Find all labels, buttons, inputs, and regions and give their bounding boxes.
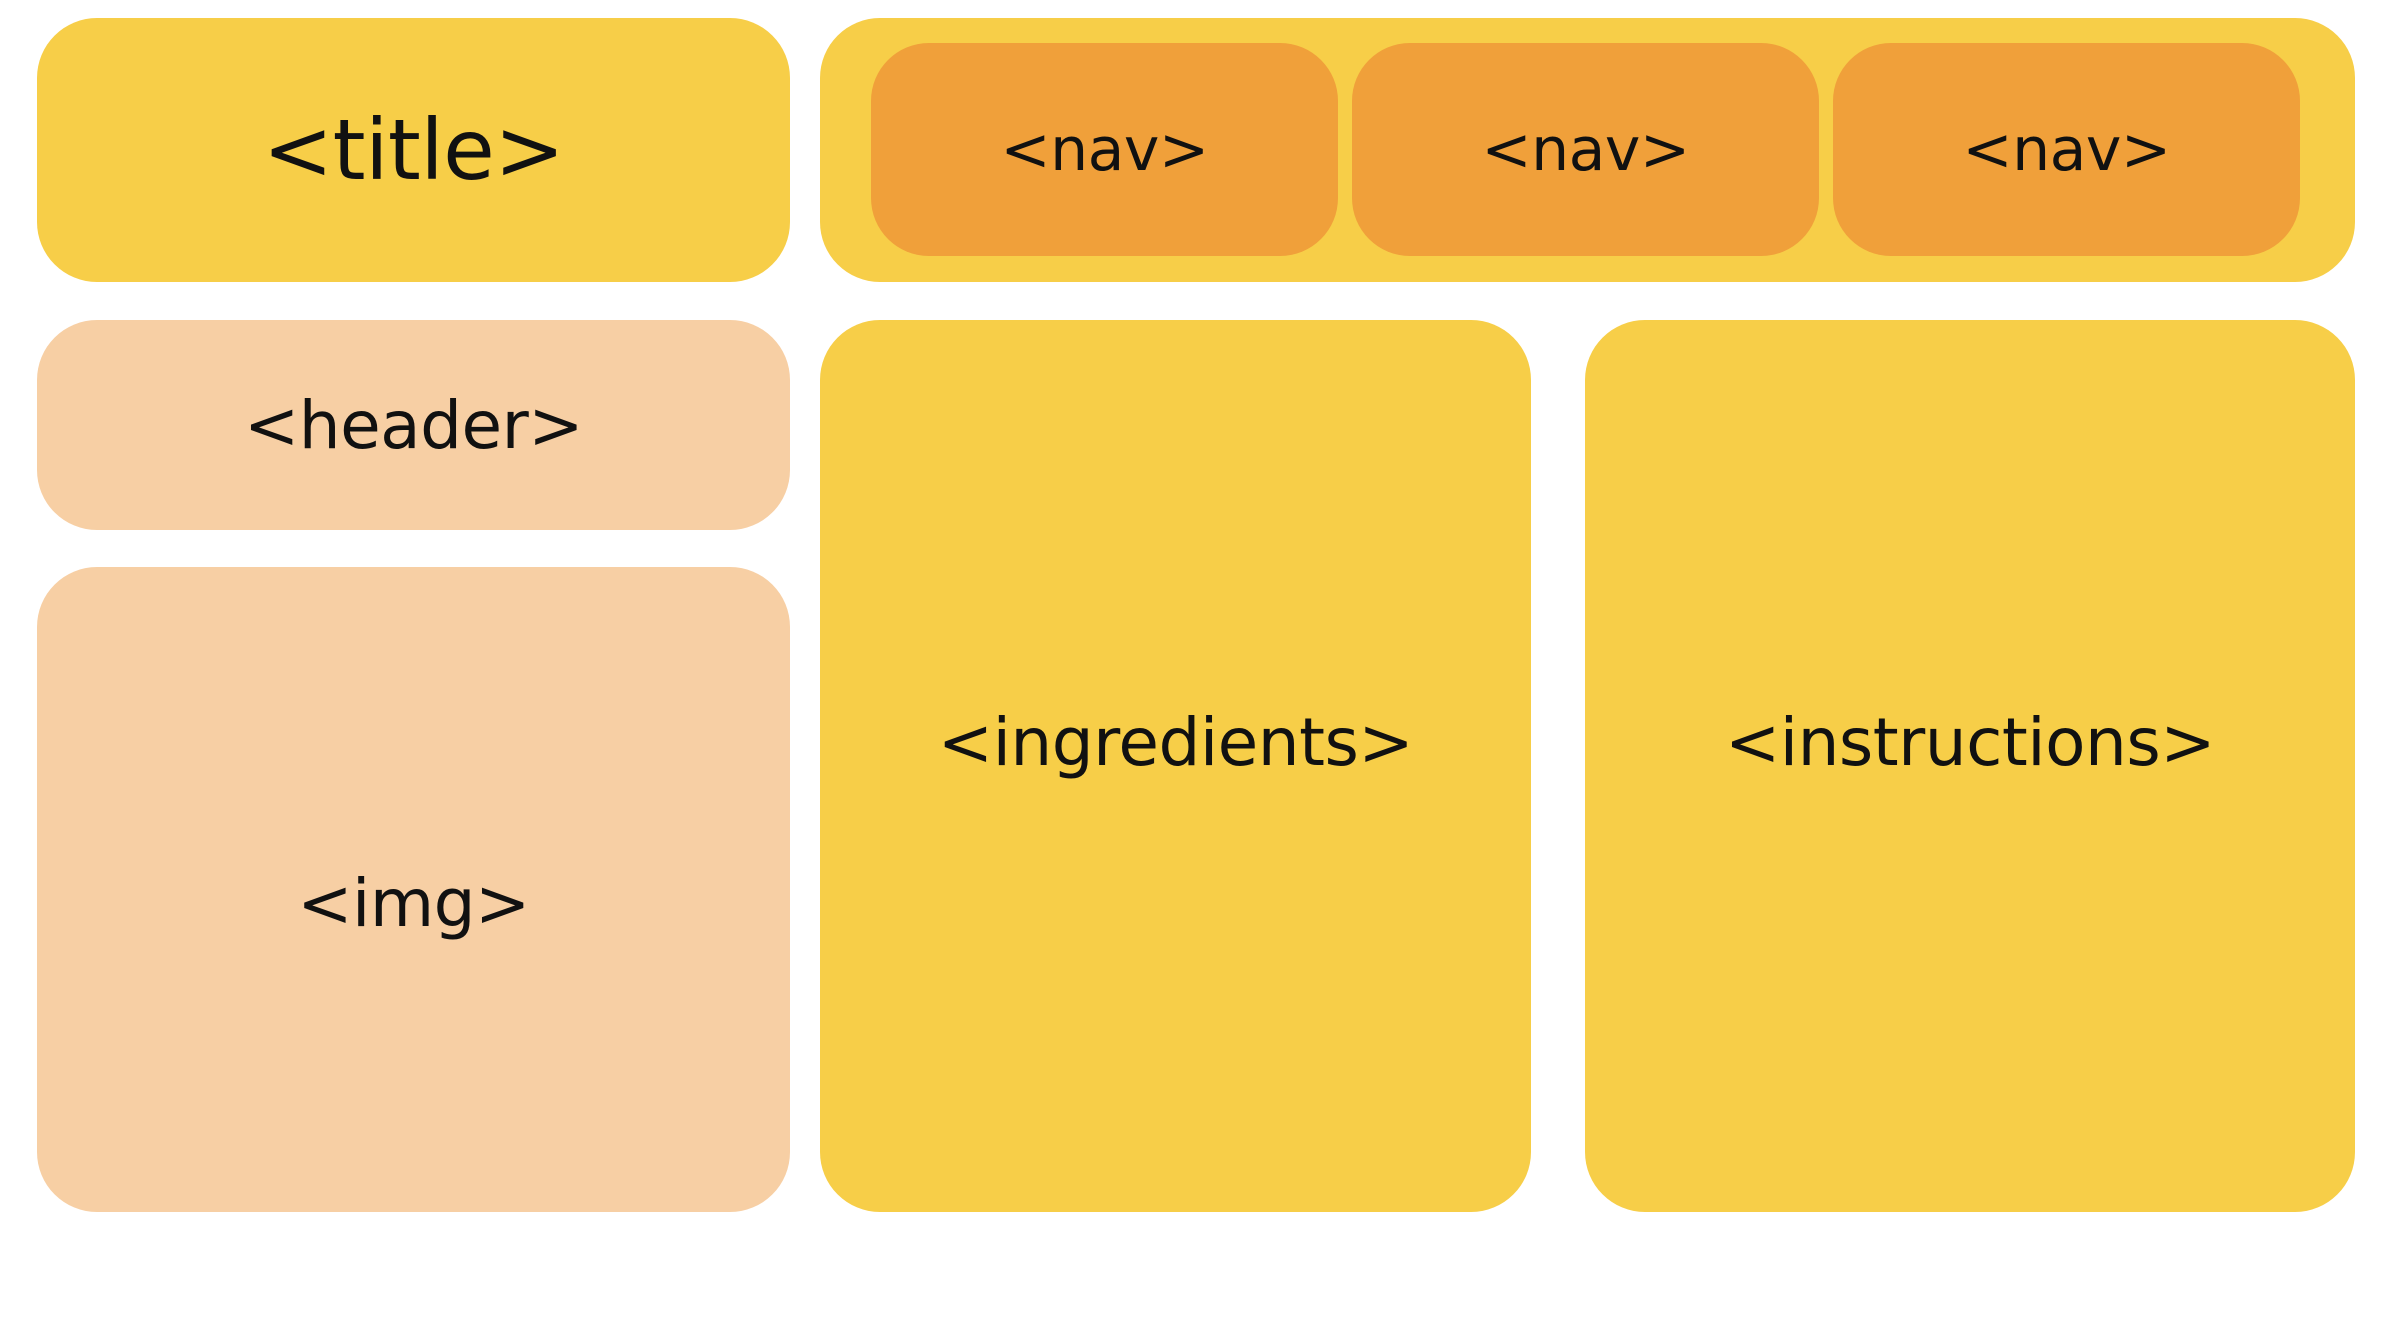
img-block: <img> [37, 567, 790, 1212]
instructions-label: <instructions> [1724, 703, 2216, 781]
ingredients-block: <ingredients> [820, 320, 1531, 1212]
ingredients-label: <ingredients> [937, 703, 1414, 781]
instructions-block: <instructions> [1585, 320, 2355, 1212]
header-label: <header> [243, 386, 584, 464]
nav-block-1: <nav> [871, 43, 1338, 256]
nav-label: <nav> [1000, 114, 1209, 185]
nav-label: <nav> [1962, 114, 2171, 185]
nav-label: <nav> [1481, 114, 1690, 185]
header-block: <header> [37, 320, 790, 530]
nav-block-2: <nav> [1352, 43, 1819, 256]
img-label: <img> [297, 865, 530, 942]
title-label: <title> [262, 101, 565, 199]
title-block: <title> [37, 18, 790, 282]
nav-block-3: <nav> [1833, 43, 2300, 256]
